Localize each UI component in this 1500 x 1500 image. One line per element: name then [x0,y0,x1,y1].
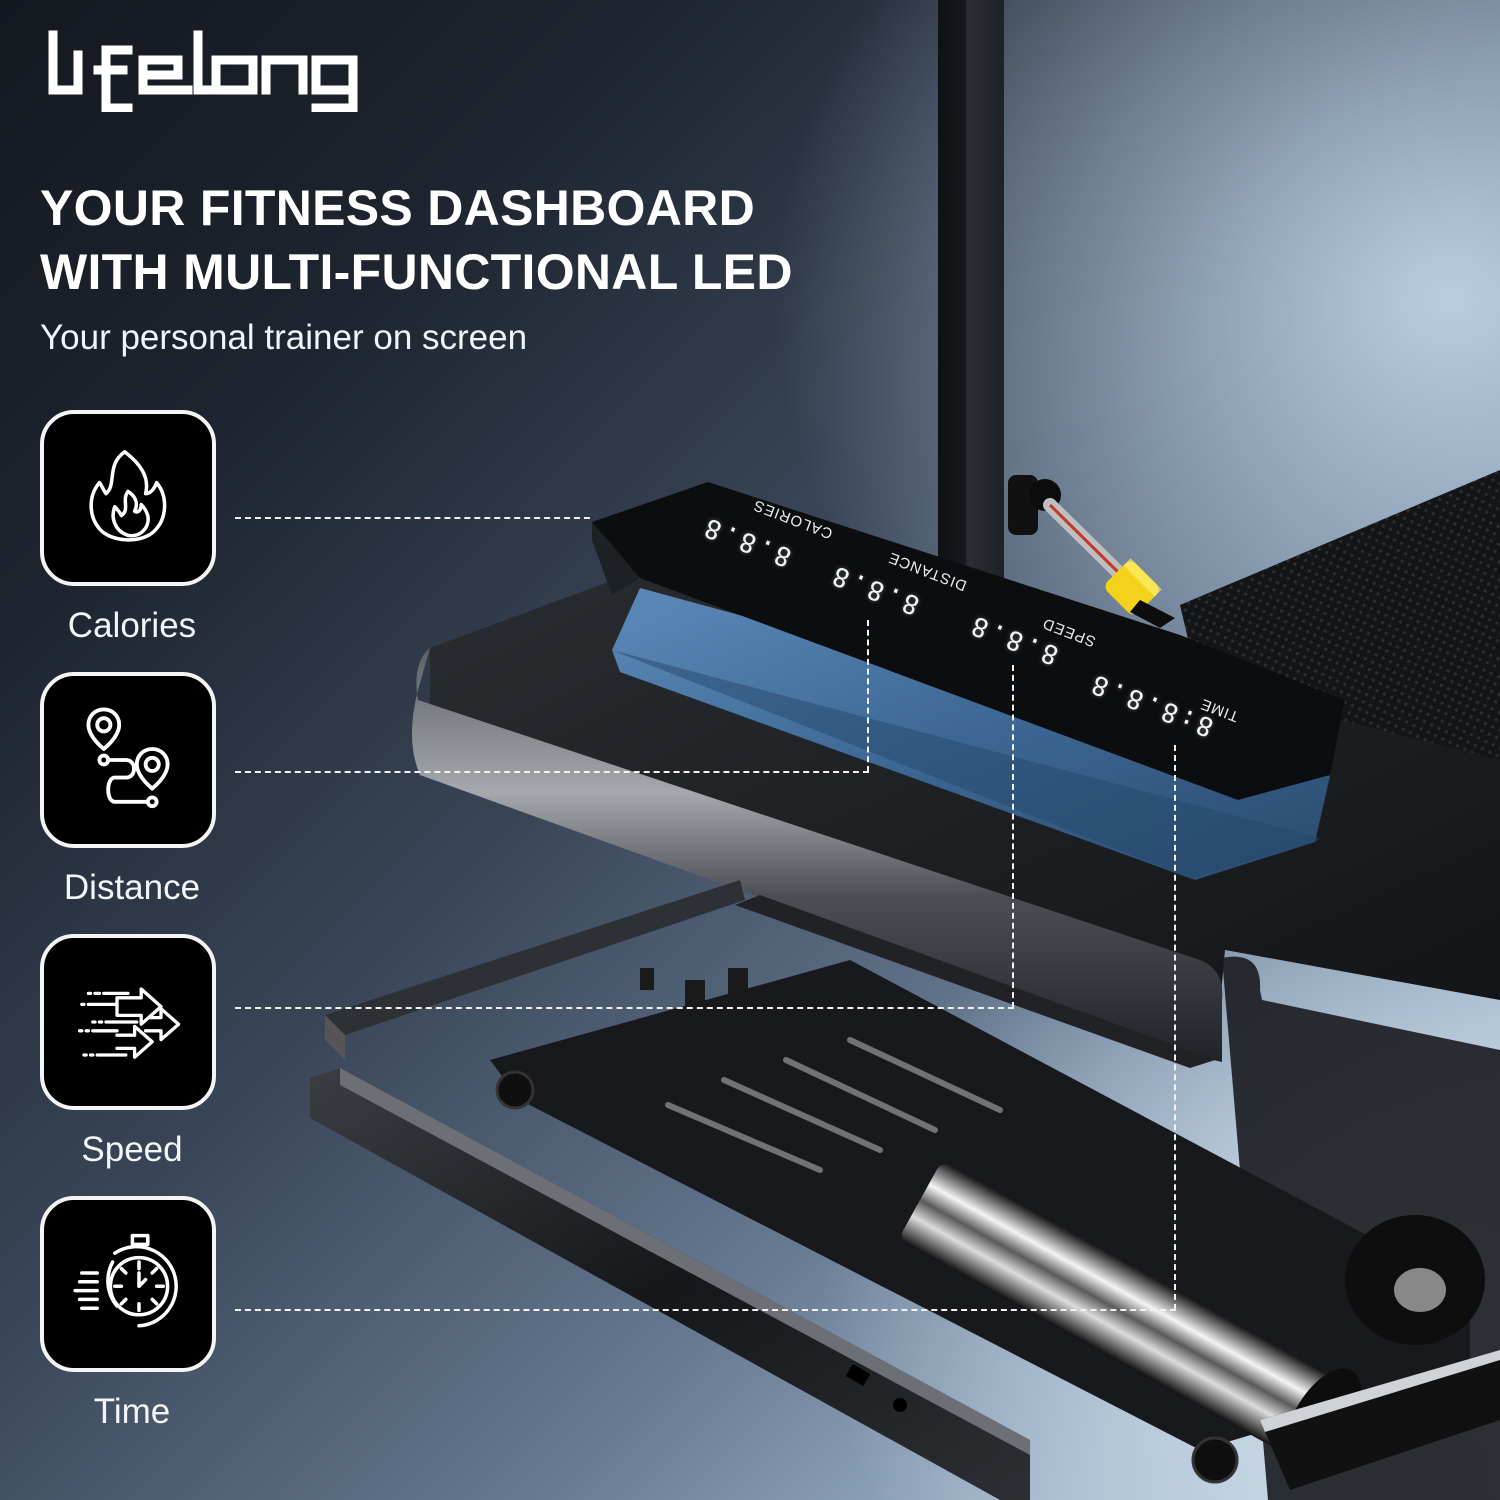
feature-tile-time [40,1196,216,1372]
title-line-2: WITH MULTI-FUNCTIONAL LED [40,244,793,300]
feature-label-speed: Speed [81,1130,183,1169]
feature-label-distance: Distance [63,868,201,907]
feature-tile-speed [40,934,216,1110]
page-subtitle: Your personal trainer on screen [40,318,528,357]
lifelong-logo: lifelong [48,30,358,112]
speed-arrows-icon [77,987,181,1059]
feature-tile-distance [40,672,216,848]
flame-icon [89,450,167,542]
feature-tile-calories [40,410,216,586]
feature-label-time: Time [93,1392,171,1431]
title-line-1: YOUR FITNESS DASHBOARD [40,180,755,236]
feature-label-calories: Calories [67,606,197,645]
stopwatch-icon [73,1233,178,1328]
route-pins-icon [86,707,170,809]
page-title: YOUR FITNESS DASHBOARD WITH MULTI-FUNCTI… [40,176,793,304]
led-digits-time: 8:8.8.8 [1085,667,1218,742]
